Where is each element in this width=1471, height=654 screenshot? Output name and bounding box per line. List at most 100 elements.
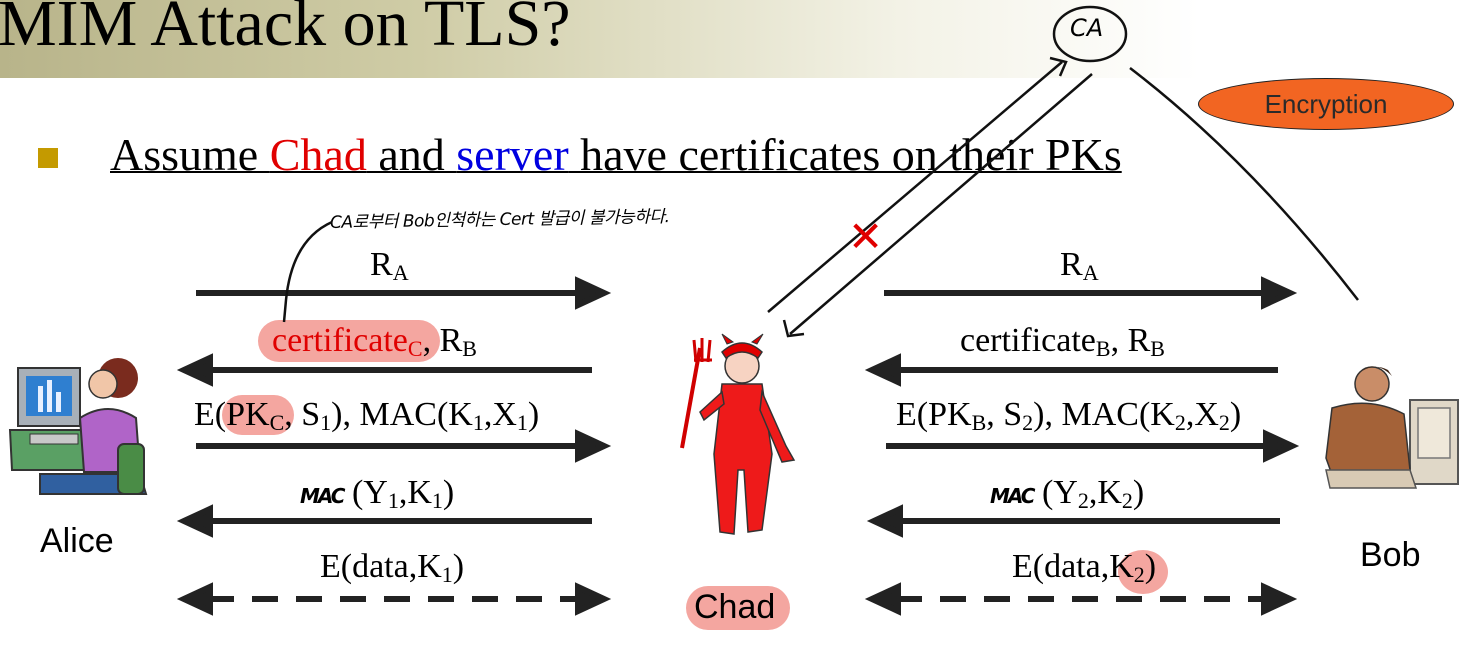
msg-text: ) bbox=[1132, 474, 1145, 511]
left-msg-epk: E(PKC, S1), MAC(K1,X1) bbox=[194, 396, 539, 436]
right-msg-ra: RA bbox=[1060, 246, 1099, 286]
msg-text: R bbox=[1060, 246, 1083, 283]
msg-text: ,X bbox=[1185, 396, 1219, 433]
msg-sub: 1 bbox=[472, 410, 484, 435]
right-msg-cert: certificateB, RB bbox=[960, 322, 1165, 362]
arrowhead bbox=[575, 276, 612, 310]
msg-sub: 1 bbox=[387, 488, 399, 513]
msg-sub: B bbox=[1095, 336, 1111, 361]
msg-sub: 2 bbox=[1133, 562, 1145, 587]
msg-sub: 1 bbox=[320, 410, 332, 435]
msg-mac-handwritten: MAC bbox=[300, 484, 345, 508]
msg-text: , R bbox=[1110, 322, 1151, 359]
highlight-certificate-c bbox=[258, 320, 440, 362]
alice-computer-icon bbox=[8, 358, 148, 495]
left-msg-mac: MAC (Y1,K1) bbox=[300, 474, 454, 514]
msg-text: certificate bbox=[960, 322, 1096, 359]
msg-text: ,X bbox=[483, 396, 517, 433]
bullet-part2: and bbox=[366, 129, 457, 180]
msg-sub: 1 bbox=[441, 562, 453, 587]
ca-label: CA bbox=[1070, 14, 1104, 42]
msg-text: ,K bbox=[398, 474, 432, 511]
alice-label: Alice bbox=[40, 522, 114, 560]
cross-mark: ✕ bbox=[848, 212, 884, 261]
bob-computer-icon bbox=[1325, 366, 1459, 489]
encryption-bubble: Encryption bbox=[1198, 78, 1454, 130]
bob-label: Bob bbox=[1360, 536, 1421, 574]
left-msg-cert: certificateC, RB bbox=[272, 322, 477, 362]
msg-mac-handwritten: MAC bbox=[990, 484, 1035, 508]
msg-text: , R bbox=[422, 322, 463, 359]
arrowhead bbox=[176, 582, 213, 616]
highlight-chad bbox=[686, 586, 790, 630]
msg-cert-text: certificate bbox=[272, 322, 408, 359]
msg-sub: C bbox=[407, 336, 423, 361]
bullet-text: Assume Chad and server have certificates… bbox=[110, 128, 1122, 181]
msg-text: ) bbox=[1229, 396, 1242, 433]
msg-text: ), MAC(K bbox=[1033, 396, 1175, 433]
msg-sub: B bbox=[971, 410, 987, 435]
msg-text: E(PK bbox=[896, 396, 972, 433]
msg-sub: 1 bbox=[516, 410, 528, 435]
annotation-connector bbox=[282, 220, 333, 323]
arrowhead bbox=[1263, 429, 1300, 463]
msg-text: ) bbox=[527, 396, 540, 433]
msg-text: (Y bbox=[1033, 474, 1078, 511]
left-msg-ra: RA bbox=[370, 246, 409, 286]
msg-text: E(data,K bbox=[320, 548, 442, 585]
msg-text: K bbox=[1109, 548, 1134, 585]
msg-text: ) bbox=[452, 548, 465, 585]
msg-text: ,K bbox=[1088, 474, 1122, 511]
highlight-pk-c bbox=[222, 395, 294, 435]
arrowhead bbox=[866, 504, 903, 538]
msg-sub: B bbox=[462, 336, 477, 361]
right-arrows bbox=[864, 276, 1300, 616]
arrowhead bbox=[1261, 582, 1298, 616]
msg-sub: B bbox=[1150, 336, 1165, 361]
ca-circle bbox=[1052, 5, 1128, 63]
msg-text: ) bbox=[1144, 548, 1157, 585]
bullet-server: server bbox=[456, 129, 569, 180]
bullet-chad: Chad bbox=[269, 129, 367, 180]
right-msg-mac: MAC (Y2,K2) bbox=[990, 474, 1144, 514]
msg-text: ) bbox=[442, 474, 455, 511]
msg-sub: C bbox=[269, 410, 285, 435]
right-msg-data: E(data,K2) bbox=[1012, 548, 1156, 588]
arrowhead bbox=[1261, 276, 1298, 310]
arrowhead bbox=[176, 353, 213, 387]
bullet-square bbox=[38, 148, 58, 168]
msg-sub: A bbox=[1082, 260, 1099, 285]
ca-lines bbox=[767, 56, 1359, 338]
msg-text: (Y bbox=[343, 474, 388, 511]
msg-sub: 2 bbox=[1218, 410, 1230, 435]
msg-text: E( bbox=[194, 396, 227, 433]
msg-sub: A bbox=[392, 260, 409, 285]
chad-devil-icon bbox=[680, 333, 796, 535]
msg-sub: 2 bbox=[1022, 410, 1034, 435]
msg-text: PK bbox=[226, 396, 270, 433]
arrowhead bbox=[864, 582, 901, 616]
msg-text: ), MAC(K bbox=[331, 396, 473, 433]
arrowhead bbox=[176, 504, 213, 538]
arrowhead bbox=[575, 429, 612, 463]
left-msg-data: E(data,K1) bbox=[320, 548, 464, 588]
msg-text: E(data, bbox=[1012, 548, 1110, 585]
bullet-part3: have certificates on their PKs bbox=[568, 129, 1122, 180]
arrowhead bbox=[864, 353, 901, 387]
msg-sub: 1 bbox=[431, 488, 443, 513]
msg-text: , S bbox=[986, 396, 1023, 433]
msg-sub: 2 bbox=[1121, 488, 1133, 513]
msg-text: , S bbox=[284, 396, 321, 433]
title-bar bbox=[0, 0, 1200, 78]
arrowhead bbox=[575, 582, 612, 616]
msg-sub: 2 bbox=[1077, 488, 1089, 513]
highlight-k2 bbox=[1118, 550, 1168, 594]
slide-title: MIM Attack on TLS? bbox=[0, 0, 571, 60]
chad-label: Chad bbox=[694, 588, 776, 626]
msg-sub: 2 bbox=[1174, 410, 1186, 435]
msg-text: R bbox=[370, 246, 393, 283]
right-msg-epk: E(PKB, S2), MAC(K2,X2) bbox=[896, 396, 1241, 436]
bullet-part1: Assume bbox=[110, 129, 270, 180]
left-arrows bbox=[176, 276, 612, 616]
